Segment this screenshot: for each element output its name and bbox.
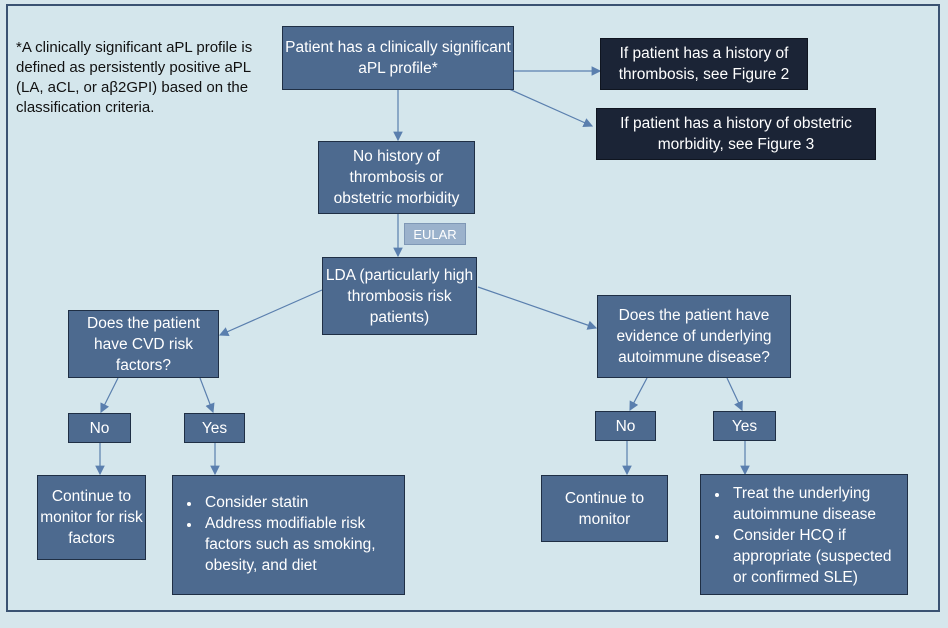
- start-node: Patient has a clinically significant aPL…: [282, 26, 514, 90]
- arrow-autoq-to-yes: [726, 377, 743, 412]
- arrow-cvdq-to-no: [100, 377, 119, 414]
- cvd-question-node: Does the patient have CVD risk factors?: [68, 310, 219, 378]
- no-history-node: No history of thrombosis or obstetric mo…: [318, 141, 475, 214]
- cvd-no-action-label: Continue to monitor for risk factors: [40, 488, 143, 547]
- cvd-no-node: No: [68, 413, 131, 443]
- arrow-cvdq-to-yes: [199, 377, 215, 414]
- figure-3-label: If patient has a history of obstetric mo…: [620, 115, 852, 153]
- arrow-autoq-to-no: [629, 377, 648, 412]
- cvd-no-action-node: Continue to monitor for risk factors: [37, 475, 146, 560]
- no-history-label: No history of thrombosis or obstetric mo…: [333, 148, 460, 207]
- autoimmune-yes-action-list: Treat the underlying autoimmune disease …: [701, 483, 907, 588]
- cvd-yes-action-item: Address modifiable risk factors such as …: [201, 513, 404, 576]
- autoimmune-no-action-label: Continue to monitor: [564, 489, 645, 528]
- cvd-yes-action-list: Consider statin Address modifiable risk …: [173, 492, 404, 576]
- autoimmune-yes-node: Yes: [713, 411, 776, 441]
- arrow-start-to-fig3: [499, 84, 594, 127]
- cvd-yes-node: Yes: [184, 413, 245, 443]
- cvd-yes-action-node: Consider statin Address modifiable risk …: [172, 475, 405, 595]
- autoimmune-yes-action-item: Treat the underlying autoimmune disease: [729, 483, 907, 525]
- autoimmune-yes-action-node: Treat the underlying autoimmune disease …: [700, 474, 908, 595]
- figure-3-reference: If patient has a history of obstetric mo…: [596, 108, 876, 160]
- cvd-question-label: Does the patient have CVD risk factors?: [87, 314, 200, 374]
- start-node-label: Patient has a clinically significant aPL…: [285, 39, 511, 77]
- cvd-yes-action-item: Consider statin: [201, 492, 404, 513]
- footnote: *A clinically significant aPL profile is…: [16, 39, 253, 116]
- eular-tag: EULAR: [404, 223, 466, 245]
- autoimmune-question-label: Does the patient have evidence of underl…: [616, 307, 772, 366]
- autoimmune-question-node: Does the patient have evidence of underl…: [597, 295, 791, 378]
- figure-2-reference: If patient has a history of thrombosis, …: [600, 38, 808, 90]
- autoimmune-no-action-node: Continue to monitor: [541, 475, 668, 542]
- arrow-lda-to-autoq: [477, 286, 598, 330]
- arrow-lda-to-cvdq: [218, 289, 323, 337]
- autoimmune-yes-action-item: Consider HCQ if appropriate (suspected o…: [729, 525, 907, 588]
- figure-2-label: If patient has a history of thrombosis, …: [618, 45, 790, 83]
- lda-label: LDA (particularly high thrombosis risk p…: [325, 266, 474, 326]
- lda-node: LDA (particularly high thrombosis risk p…: [322, 257, 477, 335]
- autoimmune-no-node: No: [595, 411, 656, 441]
